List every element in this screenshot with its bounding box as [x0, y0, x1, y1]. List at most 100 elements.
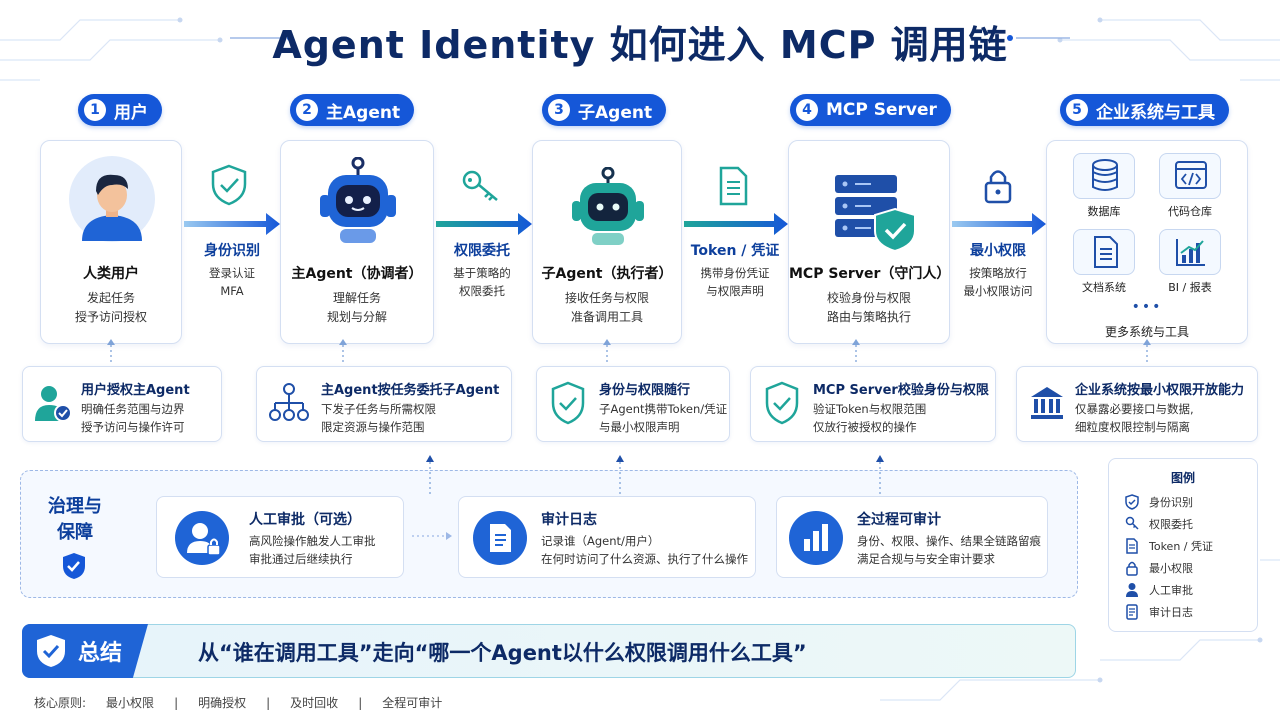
summary-tag: 总结 — [22, 624, 148, 678]
legend-item-label: 最小权限 — [1149, 562, 1193, 575]
info-box-delegation: 主Agent按任务委托子Agent 下发子任务与所需权限 限定资源与操作范围 — [256, 366, 512, 442]
stage-desc-2: 准备调用工具 — [570, 310, 643, 324]
stage-card-enterprise-systems: 数据库 代码仓库 文档系统 BI / 报表 ••• 更多系统与工具 — [1046, 140, 1248, 344]
stage-card-user: 人类用户 发起任务 授予访问授权 — [40, 140, 182, 344]
info-line-1: 仅暴露必要接口与数据, — [1075, 402, 1194, 416]
stage-card-main-agent: 主Agent（协调者） 理解任务 规划与分解 — [280, 140, 434, 344]
info-line-2: 细粒度权限控制与隔离 — [1075, 420, 1190, 434]
stage-desc-2: 授予访问授权 — [74, 310, 147, 324]
arrow-label-delegation: 权限委托 — [454, 243, 510, 259]
governance-card-head: 人工审批（可选） — [249, 512, 361, 528]
governance-card-line-1: 身份、权限、操作、结果全链路留痕 — [857, 534, 1041, 548]
user-check-icon — [35, 386, 72, 422]
arrow-sub-2: 最小权限访问 — [963, 284, 1033, 298]
robot-icon — [572, 167, 644, 245]
stage-name: 子Agent（执行者） — [541, 266, 673, 282]
stage-desc-2: 规划与分解 — [326, 310, 387, 324]
person-icon — [1126, 583, 1138, 597]
bank-building-icon — [1031, 387, 1063, 419]
legend-item: 最小权限 — [1125, 559, 1193, 577]
footer-principle: 最小权限 — [106, 696, 155, 710]
document-icon — [719, 166, 748, 206]
person-lock-icon — [175, 511, 229, 565]
robot-icon — [320, 157, 396, 243]
legend: 图例 身份识别 权限委托 Token / 凭证 最小权限 人工审批 审计日志 — [1108, 458, 1258, 632]
document-icon — [1094, 236, 1118, 268]
footer-separator: | — [174, 696, 179, 710]
info-line-2: 与最小权限声明 — [599, 420, 680, 434]
code-repo-tile — [1159, 153, 1221, 199]
governance-connectors — [426, 455, 884, 494]
database-tile — [1073, 153, 1135, 199]
info-box-user-auth: 用户授权主Agent 明确任务范围与边界 授予访问与操作许可 — [22, 366, 222, 442]
stage-name: 人类用户 — [83, 266, 139, 282]
arrow-main-to-sub — [436, 213, 532, 235]
stage-pill-sub-agent: 3 子Agent — [542, 94, 667, 126]
hierarchy-icon — [269, 383, 309, 421]
lock-icon — [984, 170, 1012, 204]
system-label-repo: 代码仓库 — [1168, 205, 1212, 218]
legend-item: 权限委托 — [1125, 515, 1193, 533]
stage-number: 4 — [796, 99, 818, 121]
info-line-1: 验证Token与权限范围 — [813, 402, 927, 416]
stage-number: 3 — [548, 99, 570, 121]
info-head: 企业系统按最小权限开放能力 — [1075, 383, 1245, 398]
document-icon — [1126, 538, 1138, 554]
stage-pill-main-agent: 2 主Agent — [290, 94, 415, 126]
governance-card-head: 全过程可审计 — [857, 512, 941, 528]
stage-name: 主Agent（协调者） — [291, 266, 423, 282]
stage-desc-1: 校验身份与权限 — [826, 291, 911, 305]
governance-card-approval: 人工审批（可选） 高风险操作触发人工审批 审批通过后继续执行 — [156, 496, 404, 578]
system-label-docs: 文档系统 — [1082, 281, 1126, 294]
database-icon — [1092, 159, 1118, 191]
governance-card-audit-log: 审计日志 记录谁（Agent/用户） 在何时访问了什么资源、执行了什么操作 — [458, 496, 756, 578]
footer-separator: | — [266, 696, 271, 710]
info-head: MCP Server校验身份与权限 — [813, 383, 989, 398]
arrow-sub-2: 与权限声明 — [706, 284, 764, 298]
legend-item: 人工审批 — [1125, 581, 1193, 599]
flow-arrows — [107, 164, 1151, 365]
summary-tag-label: 总结 — [78, 641, 123, 666]
shield-check-icon — [63, 553, 85, 579]
legend-item: 审计日志 — [1125, 603, 1193, 621]
stage-label: 用户 — [114, 102, 148, 123]
bi-tile — [1159, 229, 1221, 275]
more-dots: ••• — [1131, 299, 1163, 315]
stage-label: MCP Server — [826, 100, 937, 120]
server-shield-icon — [835, 175, 916, 253]
arrow-label-identity: 身份识别 — [204, 243, 260, 259]
stage-pill-user: 1 用户 — [78, 94, 162, 126]
stage-label: 子Agent — [578, 102, 653, 123]
footer-prefix: 核心原则: — [34, 696, 87, 710]
system-label-bi: BI / 报表 — [1168, 281, 1212, 294]
info-line-1: 子Agent携带Token/凭证 — [599, 402, 728, 416]
stage-pill-mcp-server: 4 MCP Server — [790, 94, 951, 126]
summary-bar — [22, 624, 1076, 678]
log-document-icon — [1126, 604, 1138, 620]
stage-number: 1 — [84, 99, 106, 121]
legend-title: 图例 — [1170, 471, 1195, 485]
arrow-sub-1: 按策略放行 — [969, 266, 1027, 280]
legend-item: Token / 凭证 — [1125, 537, 1213, 555]
arrow-mcp-to-enterprise — [952, 213, 1046, 235]
governance-card-line-2: 审批通过后继续执行 — [249, 552, 353, 566]
arrow-sub-1: 基于策略的 — [453, 266, 511, 280]
footer-principles: 核心原则:最小权限|明确授权|及时回收|全程可审计 — [34, 694, 452, 711]
lock-icon — [1126, 561, 1138, 576]
docs-tile — [1073, 229, 1135, 275]
info-line-1: 明确任务范围与边界 — [81, 402, 185, 416]
governance-flow-arrow — [412, 532, 452, 540]
info-head: 主Agent按任务委托子Agent — [321, 383, 500, 398]
arrow-sub-1: 携带身份凭证 — [700, 266, 770, 280]
arrow-sub-2: MFA — [220, 284, 244, 298]
legend-item-label: 权限委托 — [1149, 518, 1193, 531]
stage-desc-2: 路由与策略执行 — [826, 310, 911, 324]
info-line-2: 仅放行被授权的操作 — [813, 420, 917, 434]
footer-principle: 及时回收 — [290, 696, 339, 710]
stage-card-mcp-server: MCP Server（守门人） 校验身份与权限 路由与策略执行 — [788, 140, 950, 344]
shield-check-icon — [551, 381, 585, 425]
footer-principle: 全程可审计 — [382, 696, 443, 710]
legend-item-label: 身份识别 — [1149, 496, 1193, 509]
key-icon — [462, 170, 498, 201]
